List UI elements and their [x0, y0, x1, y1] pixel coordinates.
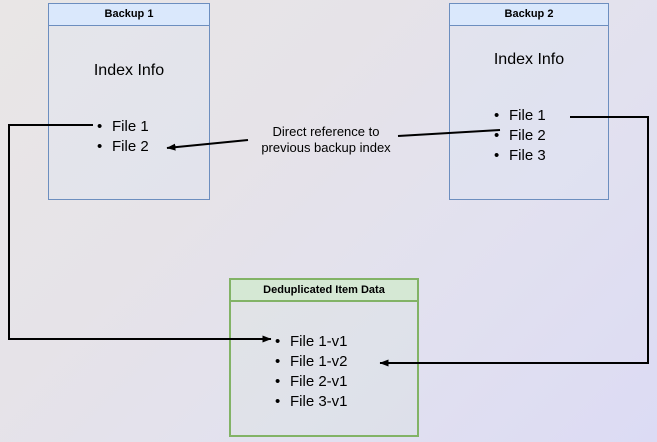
node-backup-1-file-list: File 1 File 2 [97, 117, 149, 157]
edge-label-direct-reference: Direct reference to previous backup inde… [248, 124, 404, 156]
list-item: File 1 [494, 106, 546, 126]
list-item: File 1-v1 [275, 332, 348, 352]
node-backup-2-file-list: File 1 File 2 File 3 [494, 106, 546, 166]
node-deduplicated-item-data[interactable]: Deduplicated Item Data File 1-v1 File 1-… [229, 278, 419, 437]
node-deduplicated-item-data-list: File 1-v1 File 1-v2 File 2-v1 File 3-v1 [275, 332, 348, 412]
list-item: File 1-v2 [275, 352, 348, 372]
node-backup-2[interactable]: Backup 2 Index Info File 1 File 2 File 3 [449, 3, 609, 200]
node-backup-1-subtitle: Index Info [93, 62, 165, 79]
list-item: File 3-v1 [275, 392, 348, 412]
node-backup-2-subtitle: Index Info [493, 51, 565, 68]
list-item: File 3 [494, 146, 546, 166]
node-backup-1[interactable]: Backup 1 Index Info File 1 File 2 [48, 3, 210, 200]
list-item: File 2 [494, 126, 546, 146]
node-backup-1-header: Backup 1 [49, 4, 209, 26]
node-deduplicated-item-data-header: Deduplicated Item Data [231, 280, 417, 302]
list-item: File 2 [97, 137, 149, 157]
list-item: File 2-v1 [275, 372, 348, 392]
edge-label-line-2: previous backup index [261, 140, 391, 155]
edge-label-line-1: Direct reference to [272, 124, 380, 139]
list-item: File 1 [97, 117, 149, 137]
node-backup-2-header: Backup 2 [450, 4, 608, 26]
